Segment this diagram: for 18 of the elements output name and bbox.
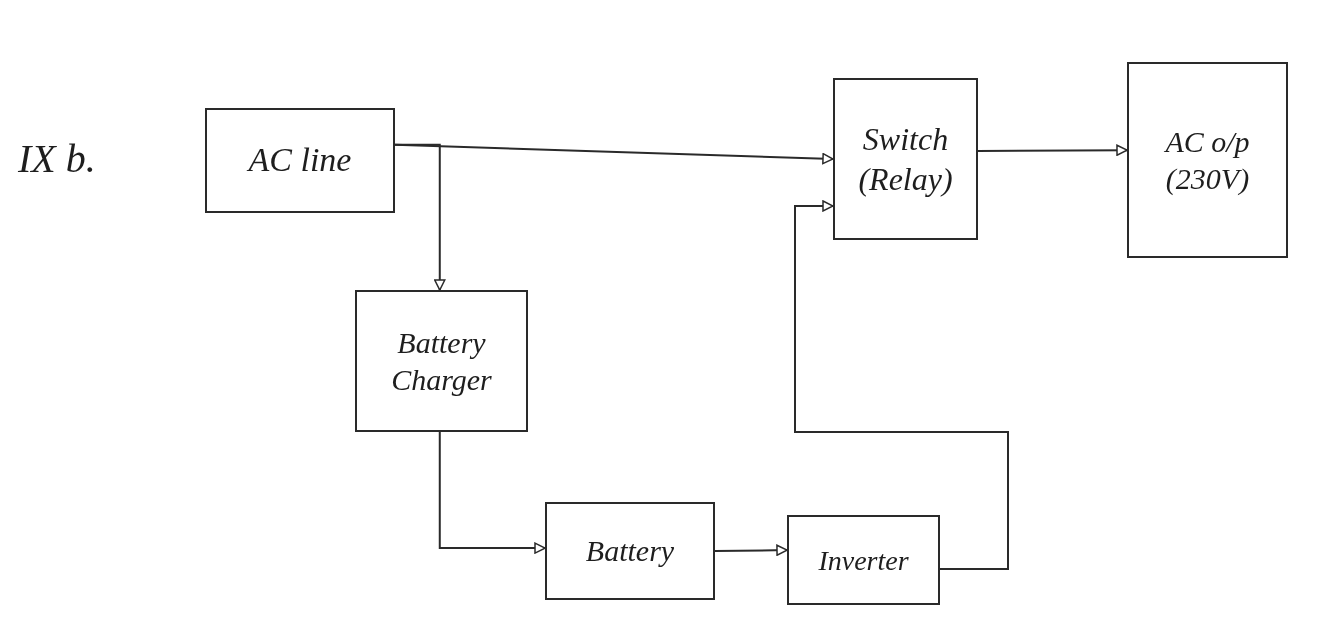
box-label: Battery Charger <box>390 324 493 398</box>
box-label: Battery <box>585 533 675 570</box>
arrow <box>977 144 1128 156</box>
process-box <box>833 78 978 240</box>
arrow <box>794 200 1009 570</box>
box-label: AC line <box>248 140 352 181</box>
arrow <box>714 544 788 556</box>
process-box <box>1127 62 1288 258</box>
arrow <box>438 431 546 554</box>
arrow <box>394 143 446 291</box>
process-box <box>355 290 528 432</box>
box-label: AC o/p (230V) <box>1163 123 1251 197</box>
figure-number: IX b. <box>18 135 96 182</box>
box-label: Inverter <box>818 543 909 578</box>
box-label: Switch (Relay) <box>857 120 954 199</box>
process-box <box>545 502 715 600</box>
process-box <box>787 515 940 605</box>
process-box <box>205 108 395 213</box>
